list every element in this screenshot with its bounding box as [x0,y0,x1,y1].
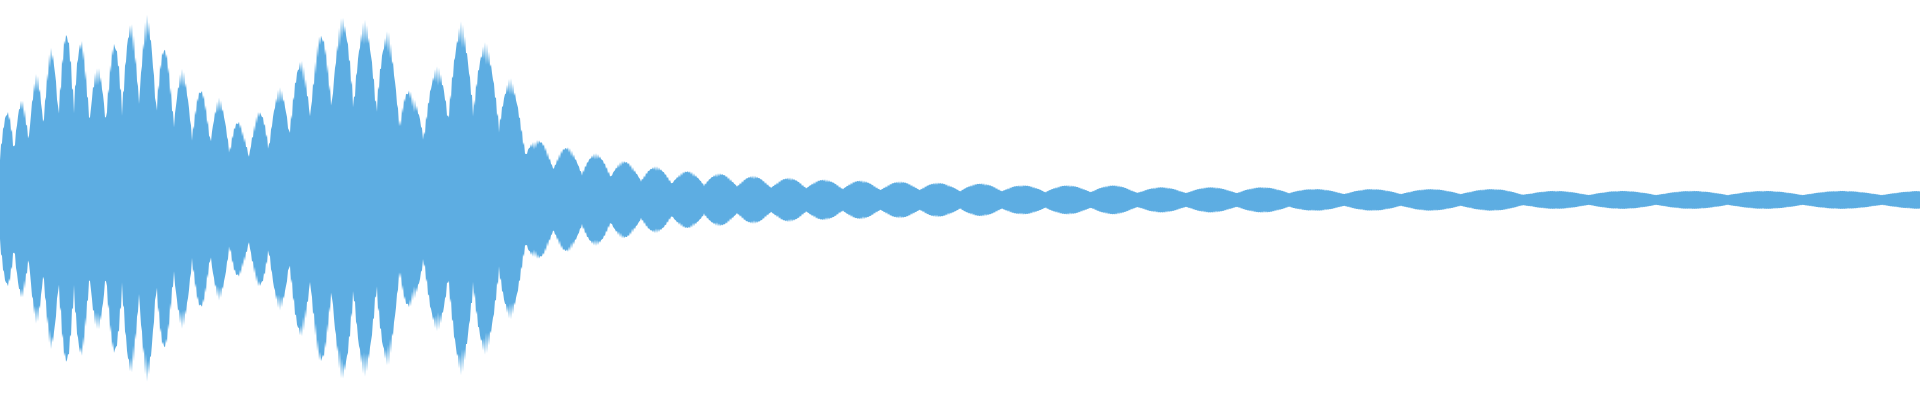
waveform-center-line [0,198,1920,202]
waveform-shape-group [0,14,1920,382]
